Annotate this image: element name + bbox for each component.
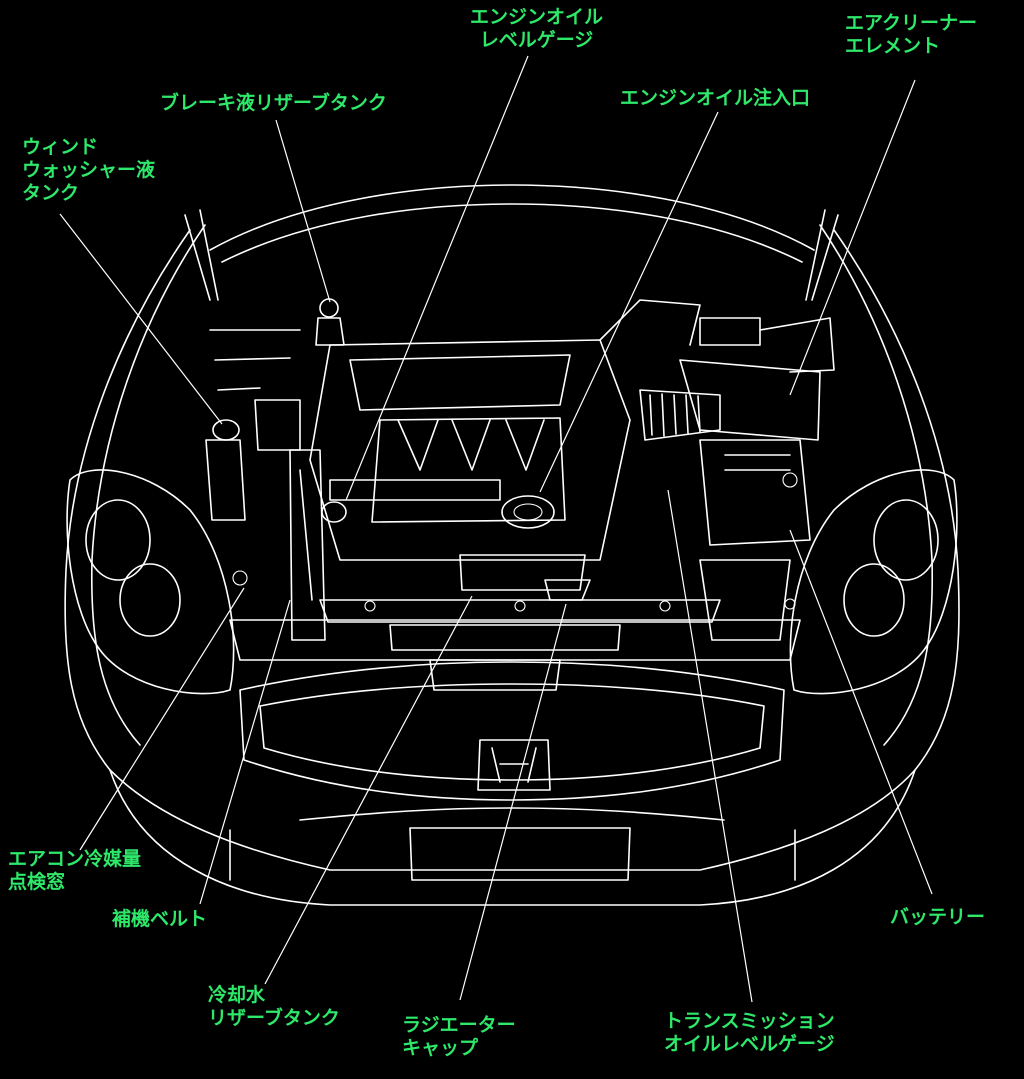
label-accessory-belt: 補機ベルト <box>112 908 208 930</box>
label-ac-refrigerant-sight-glass: エアコン冷媒量 点検窓 <box>8 848 142 893</box>
label-brake-fluid-reservoir: ブレーキ液リザーブタンク <box>160 92 387 114</box>
headlights <box>66 469 958 695</box>
label-engine-oil-level-gauge: エンジンオイル レベルゲージ <box>470 6 604 51</box>
air-cleaner <box>639 317 835 441</box>
engine <box>309 299 701 601</box>
label-coolant-reserve-tank: 冷却水 リザーブタンク <box>208 984 340 1029</box>
grille <box>239 661 785 881</box>
hood <box>184 184 839 301</box>
battery <box>699 439 811 641</box>
label-washer-fluid-tank: ウィンド ウォッシャー液 タンク <box>22 136 156 204</box>
label-engine-oil-filler: エンジンオイル注入口 <box>620 87 811 109</box>
car-body <box>64 224 960 906</box>
radiator-support <box>229 598 801 691</box>
label-air-cleaner-element: エアクリーナー エレメント <box>845 12 978 57</box>
left-components <box>205 298 345 641</box>
leader-lines <box>59 55 933 1003</box>
label-transmission-oil-level-gauge: トランスミッション オイルレベルゲージ <box>664 1010 835 1055</box>
label-battery: バッテリー <box>890 906 986 928</box>
label-radiator-cap: ラジエーター キャップ <box>402 1014 516 1059</box>
